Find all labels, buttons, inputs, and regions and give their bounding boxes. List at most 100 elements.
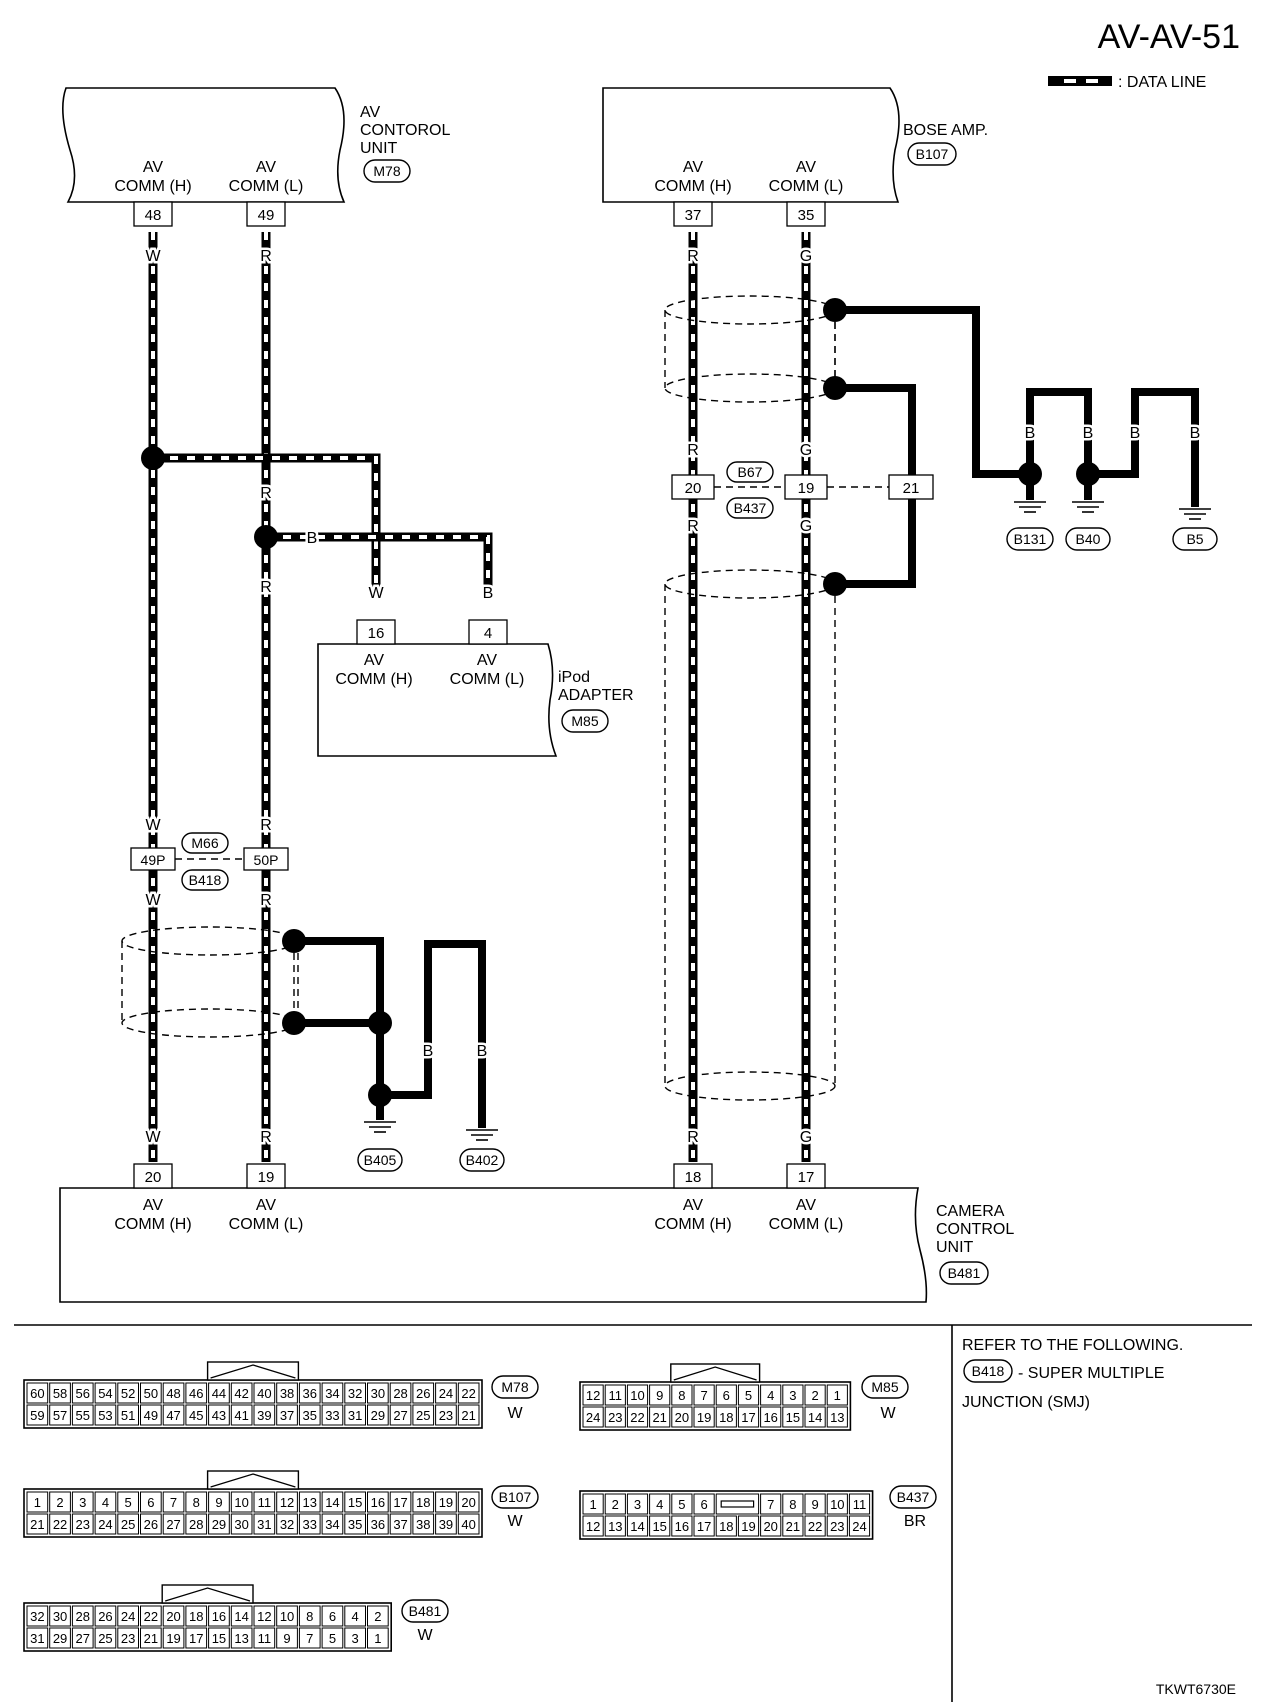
connector-m78-cell: 33	[321, 1404, 344, 1426]
svg-text:10: 10	[830, 1497, 844, 1512]
connector-b107-cell: 28	[185, 1513, 208, 1535]
svg-text:23: 23	[608, 1410, 622, 1425]
connector-b437-cell: 16	[671, 1515, 693, 1537]
svg-text:56: 56	[76, 1386, 90, 1401]
connector-m78-cell: 21	[457, 1404, 480, 1426]
connector-m85-cell: 23	[604, 1406, 626, 1428]
connector-b437-cell: 11	[848, 1493, 871, 1515]
connector-b481-cell: 12	[253, 1605, 276, 1627]
connector-b107-cell: 34	[321, 1513, 344, 1535]
ipod-pin16-label2: COMM (H)	[335, 671, 412, 688]
ground-b5: B5	[1172, 508, 1218, 551]
connector-b437-cell: 19	[737, 1515, 760, 1537]
svg-text:19: 19	[798, 480, 815, 497]
connector-b107-cell: 22	[49, 1513, 71, 1535]
av-control-pin49-label1: AV	[256, 159, 276, 176]
svg-text:22: 22	[630, 1410, 644, 1425]
pin-37: 37	[673, 201, 713, 227]
legend-data-line: : DATA LINE	[1118, 74, 1206, 91]
connector-b107-cell: 36	[367, 1513, 389, 1535]
svg-text:B107: B107	[499, 1489, 532, 1505]
svg-text:37: 37	[685, 207, 702, 224]
av-control-pin48-label1: AV	[143, 159, 163, 176]
svg-text:35: 35	[303, 1408, 317, 1423]
connector-m78-cell: 26	[412, 1382, 435, 1404]
svg-text:28: 28	[76, 1609, 90, 1624]
connector-b481-cell: 32	[26, 1605, 49, 1627]
svg-text:B402: B402	[466, 1152, 499, 1168]
svg-text:20: 20	[145, 1169, 162, 1186]
connector-b437-cell: 10	[826, 1493, 848, 1515]
svg-text:5: 5	[678, 1497, 685, 1512]
svg-text:B: B	[477, 1043, 488, 1060]
svg-text:48: 48	[166, 1386, 180, 1401]
camera-name-3: UNIT	[936, 1239, 974, 1256]
svg-text:29: 29	[371, 1408, 385, 1423]
svg-text:R: R	[687, 248, 699, 265]
connector-m85-cell: 21	[649, 1406, 671, 1428]
connector-m85-cell: 18	[715, 1406, 737, 1428]
connector-m78-cell: 46	[185, 1382, 208, 1404]
svg-text:7: 7	[700, 1388, 707, 1403]
svg-text:17: 17	[741, 1410, 755, 1425]
svg-text:B418: B418	[189, 872, 222, 888]
connector-m78-cell: 41	[230, 1404, 253, 1426]
connector-m85-cell: 5	[737, 1384, 760, 1406]
connector-b107-cell: 15	[344, 1491, 366, 1513]
svg-text:36: 36	[303, 1386, 317, 1401]
bose-amp-unit: BOSE AMP. B107 AV COMM (H) AV COMM (L)	[602, 87, 988, 203]
connector-b481-cell: 14	[230, 1605, 253, 1627]
connector-m85-cell: 11	[604, 1384, 626, 1406]
svg-text:4: 4	[484, 625, 492, 642]
connector-b437-cell: 3	[626, 1493, 649, 1515]
svg-text:45: 45	[189, 1408, 203, 1423]
svg-text:15: 15	[786, 1410, 800, 1425]
svg-text:14: 14	[808, 1410, 822, 1425]
camera-code-badge: B481	[939, 1261, 989, 1285]
connector-b437-cell: 12	[582, 1515, 604, 1537]
svg-text:G: G	[800, 518, 812, 535]
svg-text:17: 17	[798, 1169, 815, 1186]
svg-text:6: 6	[147, 1495, 154, 1510]
connector-m78-cell: 48	[162, 1382, 185, 1404]
svg-text:M66: M66	[191, 835, 218, 851]
svg-text:15: 15	[348, 1495, 362, 1510]
av-control-code-badge: M78	[363, 159, 411, 183]
svg-text:B418: B418	[972, 1363, 1005, 1379]
connector-b107-cell: 6	[140, 1491, 162, 1513]
connector-b437-cell: 1	[582, 1493, 604, 1515]
svg-text:13: 13	[303, 1495, 317, 1510]
svg-text:26: 26	[144, 1517, 158, 1532]
connector-m78-cell: 22	[457, 1382, 480, 1404]
svg-text:- SUPER MULTIPLE: - SUPER MULTIPLE	[1018, 1365, 1164, 1382]
connector-b107-cell: 9	[208, 1491, 230, 1513]
connector-m78-cell: 49	[140, 1404, 162, 1426]
connector-m85-cell: 16	[760, 1406, 782, 1428]
connector-m78-cell: 38	[276, 1382, 298, 1404]
connector-m78-color: W	[507, 1405, 523, 1422]
svg-text:53: 53	[98, 1408, 112, 1423]
av-control-name-2: CONTOROL	[360, 122, 450, 139]
connector-m78-cell: 23	[435, 1404, 457, 1426]
svg-text:4: 4	[102, 1495, 109, 1510]
ipod-name-1: iPod	[558, 669, 590, 686]
connector-b481-cell: 22	[140, 1605, 162, 1627]
svg-text:W: W	[145, 248, 161, 265]
svg-text:REFER TO THE FOLLOWING.: REFER TO THE FOLLOWING.	[962, 1337, 1183, 1354]
bose-amp-name: BOSE AMP.	[903, 122, 988, 139]
connector-m78-cell: 40	[253, 1382, 276, 1404]
svg-text:46: 46	[189, 1386, 203, 1401]
svg-text:3: 3	[634, 1497, 641, 1512]
connector-b481-cell: 18	[185, 1605, 208, 1627]
connector-b437-cell: 15	[649, 1515, 671, 1537]
connector-b437-cell: 21	[782, 1515, 804, 1537]
svg-text:24: 24	[121, 1609, 135, 1624]
svg-text:21: 21	[461, 1408, 475, 1423]
connector-b481-cell: 1	[367, 1627, 389, 1649]
svg-text:30: 30	[371, 1386, 385, 1401]
connector-m78-cell: 59	[26, 1404, 49, 1426]
connector-b107-cell: 17	[389, 1491, 412, 1513]
camera-pin20-label2: COMM (H)	[114, 1216, 191, 1233]
svg-text:39: 39	[439, 1517, 453, 1532]
